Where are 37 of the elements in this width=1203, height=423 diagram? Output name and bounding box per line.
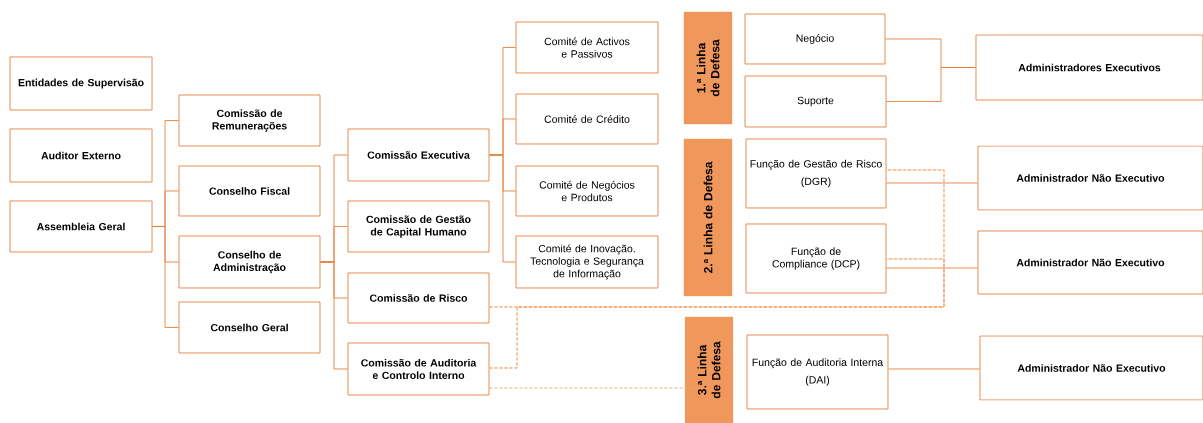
committee-box: Comité de Crédito (515, 93, 659, 145)
organ-box: Conselho Fiscal (178, 165, 321, 217)
defense-line-band: 2.ª Linha de Defesa (683, 138, 733, 297)
administrator-box: Administrador Não Executivo (979, 335, 1203, 401)
connector-line (886, 67, 976, 102)
organ-box: Comissão de Gestão de Capital Humano (347, 200, 490, 253)
connector-line (489, 154, 516, 263)
organ-box: Conselho de Administração (178, 235, 321, 289)
defense-line-band: 3.ª Linha de Defesa (684, 316, 734, 423)
connector-line (320, 261, 348, 370)
organ-box: Assembleia Geral (9, 200, 153, 253)
function-box: Negócio (744, 13, 886, 65)
organ-box: Conselho Geral (178, 301, 321, 354)
organ-box: Comissão Executiva (347, 128, 490, 182)
organ-box: Comissão de Risco (347, 272, 490, 324)
dashed-connector (489, 258, 945, 308)
connector-line (886, 182, 978, 184)
dashed-connector (489, 387, 710, 389)
function-box: Suporte (744, 75, 887, 128)
administrator-box: Administrador Não Executivo (977, 145, 1203, 211)
connector-line (152, 226, 179, 328)
function-box: Função de Gestão de Risco (DGR) (745, 138, 887, 209)
committee-box: Comité de Activos e Passivos (515, 21, 659, 74)
organ-box: Auditor Externo (9, 128, 153, 183)
organ-box: Comissão de Auditoria e Controlo Interno (347, 342, 490, 396)
committee-box: Comité de Inovação. Tecnologia e Segurança de Informação (515, 235, 659, 289)
organ-box: Comissão de Remunerações (178, 94, 321, 147)
organ-box: Entidades de Supervisão (9, 56, 153, 111)
connector-line (888, 368, 980, 370)
connector-line (886, 267, 978, 269)
administrator-box: Administrador Não Executivo (977, 230, 1203, 295)
function-box: Função de Auditoria Interna (DAI) (746, 334, 889, 410)
function-box: Função de Compliance (DCP) (745, 223, 887, 294)
defense-line-band: 1.ª Linha de Defesa (683, 11, 733, 125)
administrator-box: Administradores Executivos (975, 34, 1203, 101)
dashed-connector (489, 258, 945, 369)
committee-box: Comité de Negócios e Produtos (515, 165, 659, 217)
